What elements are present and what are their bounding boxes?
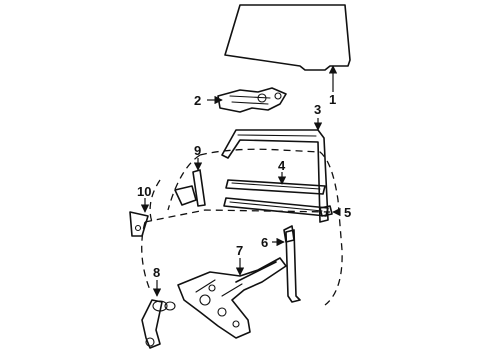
belt-weatherstrip [223,179,329,217]
door-glass [224,4,351,71]
door-shell-outline [141,148,343,306]
callout-6: 6 [261,235,268,250]
glass-run-channel [221,129,329,223]
callout-7: 7 [236,243,243,258]
glass-bracket [217,87,287,113]
leader-lines [140,65,341,297]
callout-4: 4 [278,158,286,173]
rear-guide-channel [283,225,301,303]
callout-2: 2 [194,93,201,108]
front-run-channel [174,169,206,207]
window-regulator [177,257,287,339]
callout-10: 10 [137,184,151,199]
callout-3: 3 [314,102,321,117]
callout-8: 8 [153,265,160,280]
callout-labels: 1 2 3 4 5 6 7 8 9 10 [137,92,351,280]
callout-5: 5 [344,205,351,220]
callout-1: 1 [329,92,336,107]
mirror-patch-trim [129,211,149,237]
window-crank-handle [141,299,176,349]
callout-9: 9 [194,143,201,158]
channel-clip [319,205,333,217]
